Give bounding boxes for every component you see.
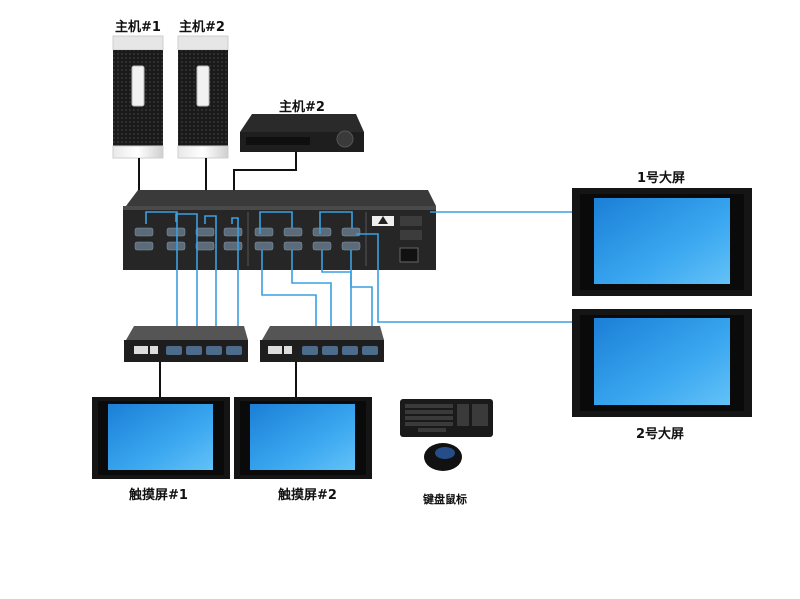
dvr-box [240, 114, 364, 152]
mouse [424, 443, 462, 471]
kvm-switch-2 [260, 326, 384, 362]
matrix-switcher [123, 190, 436, 270]
label-screen2: 2号大屏 [636, 427, 685, 442]
cable-screen2 [356, 233, 572, 323]
label-touch1: 触摸屏#1 [129, 488, 188, 503]
host-tower-1 [112, 35, 164, 159]
big-screen-1 [572, 188, 752, 296]
keyboard [400, 399, 493, 437]
blue-cables [145, 211, 572, 338]
touch-screen-2 [234, 397, 372, 479]
kvm-switch-1 [124, 326, 248, 362]
touch-screen-1 [92, 397, 230, 479]
label-screen1: 1号大屏 [637, 171, 686, 186]
label-touch2: 触摸屏#2 [278, 488, 337, 503]
label-host2: 主机#2 [179, 20, 225, 35]
label-keyboard-mouse: 键盘鼠标 [423, 493, 467, 506]
big-screen-2 [572, 309, 752, 417]
label-dvr: 主机#2 [279, 100, 325, 115]
label-host1: 主机#1 [115, 20, 161, 35]
host-tower-2 [177, 35, 229, 159]
